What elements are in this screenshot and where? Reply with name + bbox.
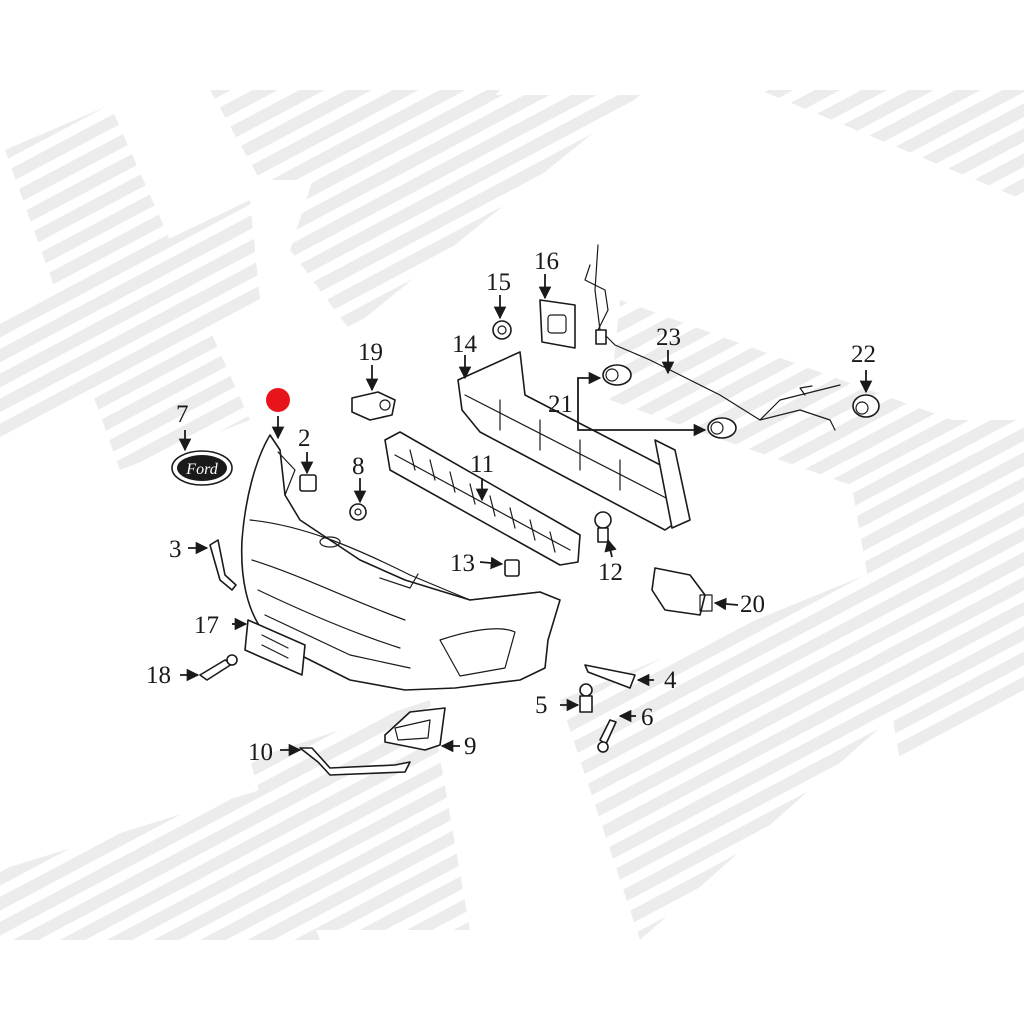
callout-11: 11 <box>470 451 495 478</box>
callout-12: 12 <box>598 559 623 586</box>
clip-2 <box>299 474 317 492</box>
callout-22: 22 <box>851 341 876 368</box>
callout-19: 19 <box>358 339 383 366</box>
nut-15 <box>492 320 512 340</box>
callout-6: 6 <box>641 704 654 731</box>
callout-14: 14 <box>452 331 477 358</box>
clip-13 <box>504 559 520 577</box>
wiring-harness-23 <box>584 244 841 431</box>
sensor-19 <box>351 391 396 421</box>
bolt-5 <box>579 683 593 713</box>
stud-6 <box>597 719 617 753</box>
trim-strip-4 <box>584 664 636 689</box>
callout-3: 3 <box>169 536 182 563</box>
parking-sensor-21b <box>707 417 737 439</box>
callout-17: 17 <box>194 612 219 639</box>
ford-emblem: Ford <box>171 450 233 486</box>
bolt-12 <box>594 511 612 543</box>
bracket-3 <box>209 539 237 591</box>
callout-10: 10 <box>248 739 273 766</box>
callout-18: 18 <box>146 662 171 689</box>
screw-18 <box>199 654 238 681</box>
bumper-cover <box>240 434 561 691</box>
emblem-text: Ford <box>185 461 218 478</box>
callout-4: 4 <box>664 667 677 694</box>
highlight-marker <box>266 388 290 412</box>
callout-16: 16 <box>534 248 559 275</box>
bracket-16 <box>539 299 576 349</box>
callout-21: 21 <box>548 391 573 418</box>
trim-10 <box>299 747 411 776</box>
leader-lines <box>178 274 873 757</box>
watermark <box>0 90 1024 940</box>
parking-sensor-21a <box>602 364 632 386</box>
callout-8: 8 <box>352 453 365 480</box>
fog-lamp-bezel-9 <box>384 707 446 751</box>
nut-8 <box>349 503 367 521</box>
callout-5: 5 <box>535 692 548 719</box>
radar-module-20 <box>651 567 713 616</box>
callout-20: 20 <box>740 591 765 618</box>
callout-13: 13 <box>450 550 475 577</box>
callout-7: 7 <box>176 401 189 428</box>
parking-sensor-22 <box>852 394 880 418</box>
callout-23: 23 <box>656 324 681 351</box>
bumper-reinforcement-14 <box>457 351 691 531</box>
callout-15: 15 <box>486 269 511 296</box>
license-bracket-17 <box>244 619 306 676</box>
callout-9: 9 <box>464 733 477 760</box>
callout-2: 2 <box>298 425 311 452</box>
